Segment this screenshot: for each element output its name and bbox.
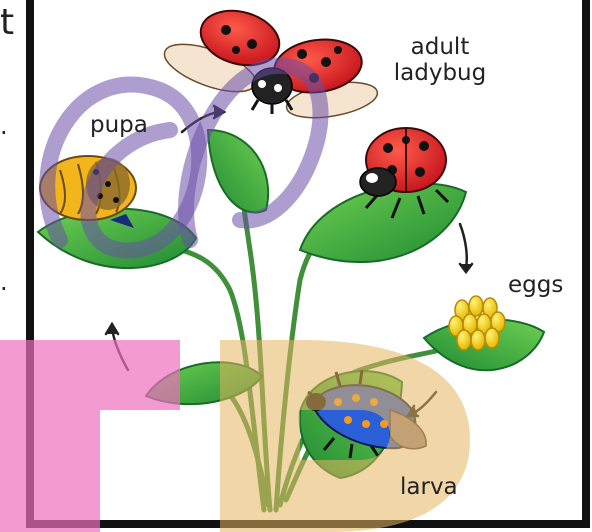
- label-eggs: eggs: [508, 272, 563, 298]
- label-adult-ladybug: adult ladybug: [380, 34, 500, 87]
- egg-cluster: [449, 296, 505, 350]
- edge-text-fragment: .: [0, 268, 8, 296]
- edge-text-fragment: t: [0, 2, 14, 43]
- edge-text-fragment: .: [0, 112, 8, 140]
- label-larva: larva: [400, 474, 458, 500]
- label-adult-line2: ladybug: [380, 60, 500, 86]
- label-adult-line1: adult: [380, 34, 500, 60]
- label-pupa: pupa: [90, 112, 148, 138]
